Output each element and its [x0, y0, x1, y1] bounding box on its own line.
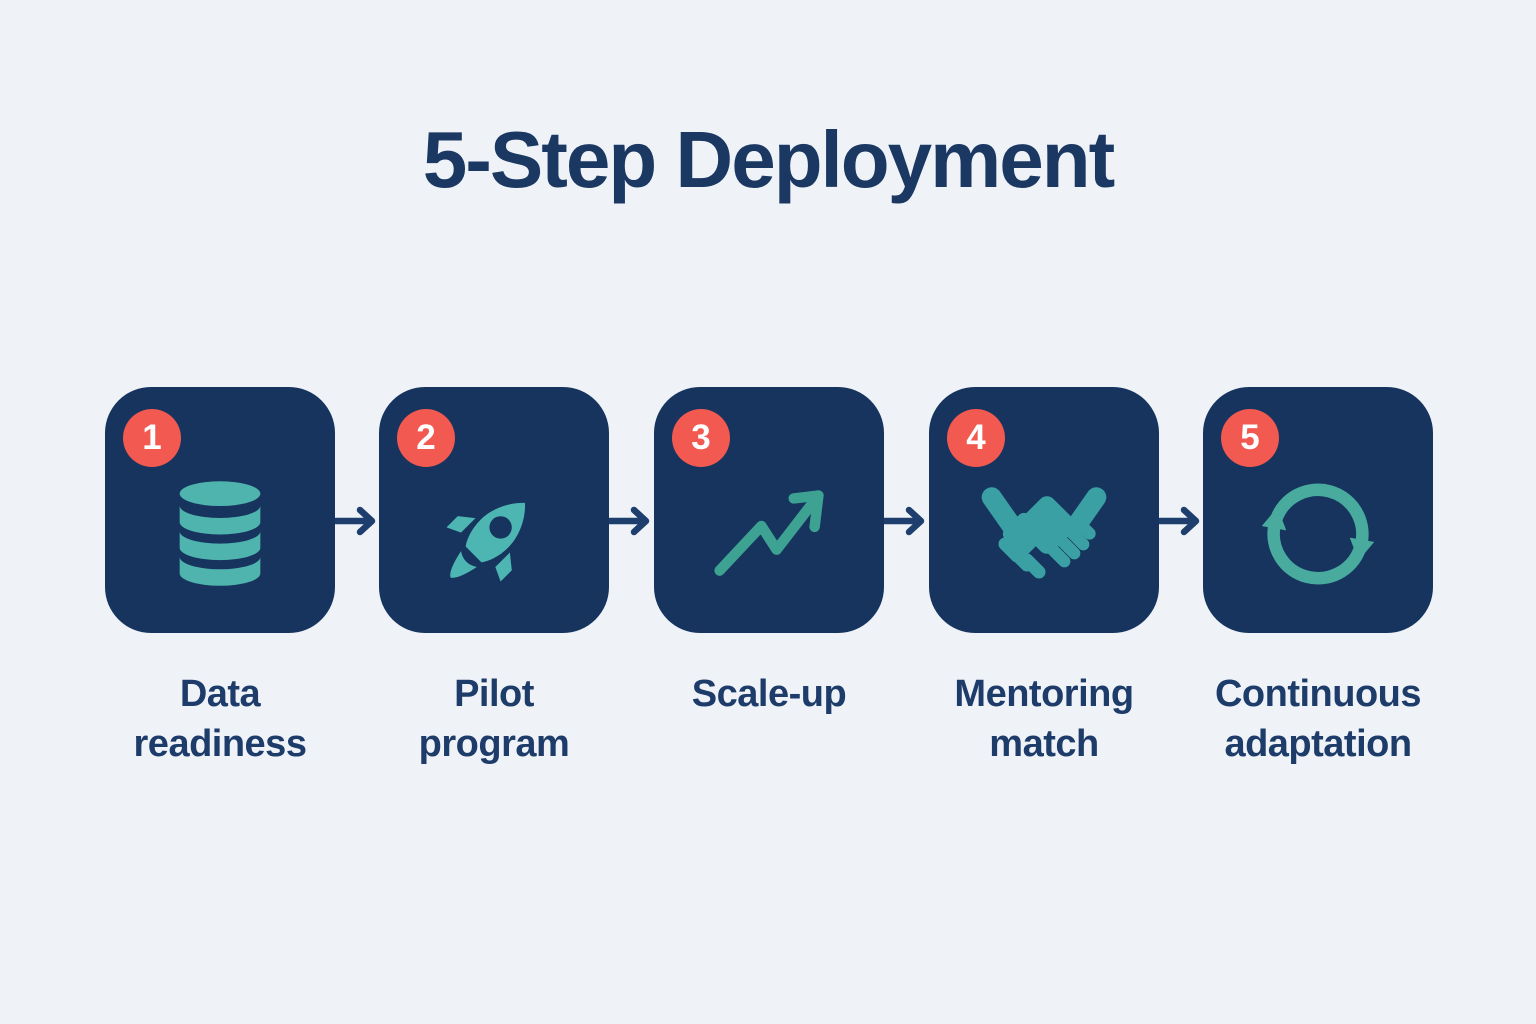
arrow-icon	[884, 506, 925, 536]
growth-arrow-icon	[714, 489, 824, 576]
step-4-label: Mentoring match	[954, 673, 1134, 765]
step-1: 1 Data readiness	[105, 387, 335, 765]
step-5-number: 5	[1240, 418, 1260, 457]
step-3-number: 3	[691, 418, 711, 457]
step-5: 5 Continuous adaptation	[1203, 387, 1433, 765]
handshake-icon	[981, 487, 1107, 579]
step-4: 4	[929, 387, 1159, 765]
step-4-number: 4	[966, 418, 986, 457]
step-1-label: Data readiness	[133, 673, 307, 765]
arrow-icon	[609, 506, 650, 536]
refresh-icon	[1262, 483, 1374, 585]
step-4-number-badge: 4	[947, 409, 1005, 467]
database-icon	[179, 481, 261, 586]
page-title: 5-Step Deployment	[422, 115, 1116, 204]
step-2-number-badge: 2	[397, 409, 455, 467]
step-5-label: Continuous adaptation	[1214, 673, 1422, 765]
step-1-number-badge: 1	[123, 409, 181, 467]
step-5-card: 5	[1203, 387, 1433, 633]
arrow-icon	[335, 506, 376, 536]
step-5-number-badge: 5	[1221, 409, 1279, 467]
step-1-card: 1	[105, 387, 335, 633]
arrow-icon	[1159, 506, 1200, 536]
step-2-number: 2	[416, 418, 436, 457]
step-1-number: 1	[142, 418, 162, 457]
step-4-card: 4	[929, 387, 1159, 633]
step-3-card: 3	[654, 387, 884, 633]
rocket-icon	[446, 502, 526, 582]
step-3-number-badge: 3	[672, 409, 730, 467]
step-2-card: 2	[379, 387, 609, 633]
step-2: 2 Pilot program	[379, 387, 609, 765]
step-3-label: Scale-up	[691, 673, 847, 715]
step-3: 3 Scale-up	[654, 387, 884, 715]
step-2-label: Pilot program	[418, 673, 570, 765]
